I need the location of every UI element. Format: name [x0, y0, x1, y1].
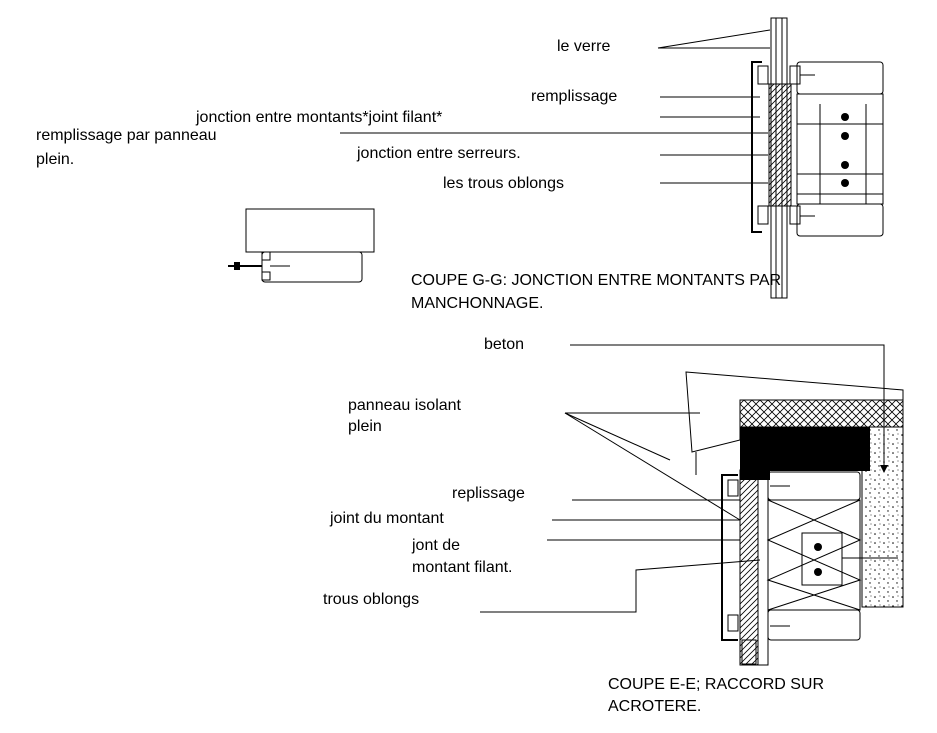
oblong-hole	[814, 543, 822, 551]
label-replissage: replissage	[452, 485, 525, 502]
label-beton: beton	[484, 336, 524, 353]
label-trous-oblongs-g: les trous oblongs	[443, 175, 564, 192]
bottom-profile	[796, 203, 884, 237]
label-jonction-serreurs: jonction entre serreurs.	[356, 145, 521, 162]
oblong-hole	[841, 179, 849, 187]
concrete-wall	[861, 426, 904, 608]
label-joint-montant: joint du montant	[329, 510, 444, 527]
frame-left	[751, 61, 762, 233]
insulation-band	[739, 399, 904, 428]
label-jont-de-2: montant filant.	[412, 559, 513, 576]
section-e-drawing	[480, 344, 904, 666]
label-jonction-montants: jonction entre montants*joint filant*	[195, 109, 442, 126]
oblong-hole	[841, 113, 849, 121]
section-g-drawing	[340, 17, 884, 299]
sleeve-box	[796, 93, 884, 205]
label-remplissage-panneau-2: plein.	[36, 151, 74, 168]
label-jont-de-1: jont de	[411, 537, 460, 554]
filling-core	[768, 83, 792, 207]
title-section-e-1: COUPE E-E; RACCORD SUR	[608, 676, 824, 693]
label-panneau-isolant-2: plein	[348, 418, 382, 435]
top-profile	[796, 61, 884, 95]
title-section-g-1: COUPE G-G: JONCTION ENTRE MONTANTS PAR	[411, 272, 781, 289]
panel-detail	[228, 208, 375, 283]
title-section-e-2: ACROTERE.	[608, 698, 701, 715]
label-trous-oblongs-e: trous oblongs	[323, 591, 419, 608]
label-remplissage: remplissage	[531, 88, 617, 105]
oblong-hole	[814, 568, 822, 576]
label-remplissage-panneau-1: remplissage par panneau	[36, 127, 217, 144]
label-panneau-isolant-1: panneau isolant	[348, 397, 462, 414]
oblong-hole	[841, 161, 849, 169]
mullion	[739, 469, 759, 666]
label-le-verre: le verre	[557, 38, 610, 55]
oblong-hole	[841, 132, 849, 140]
title-section-g-2: MANCHONNAGE.	[411, 295, 543, 312]
insulated-panel	[767, 499, 861, 611]
